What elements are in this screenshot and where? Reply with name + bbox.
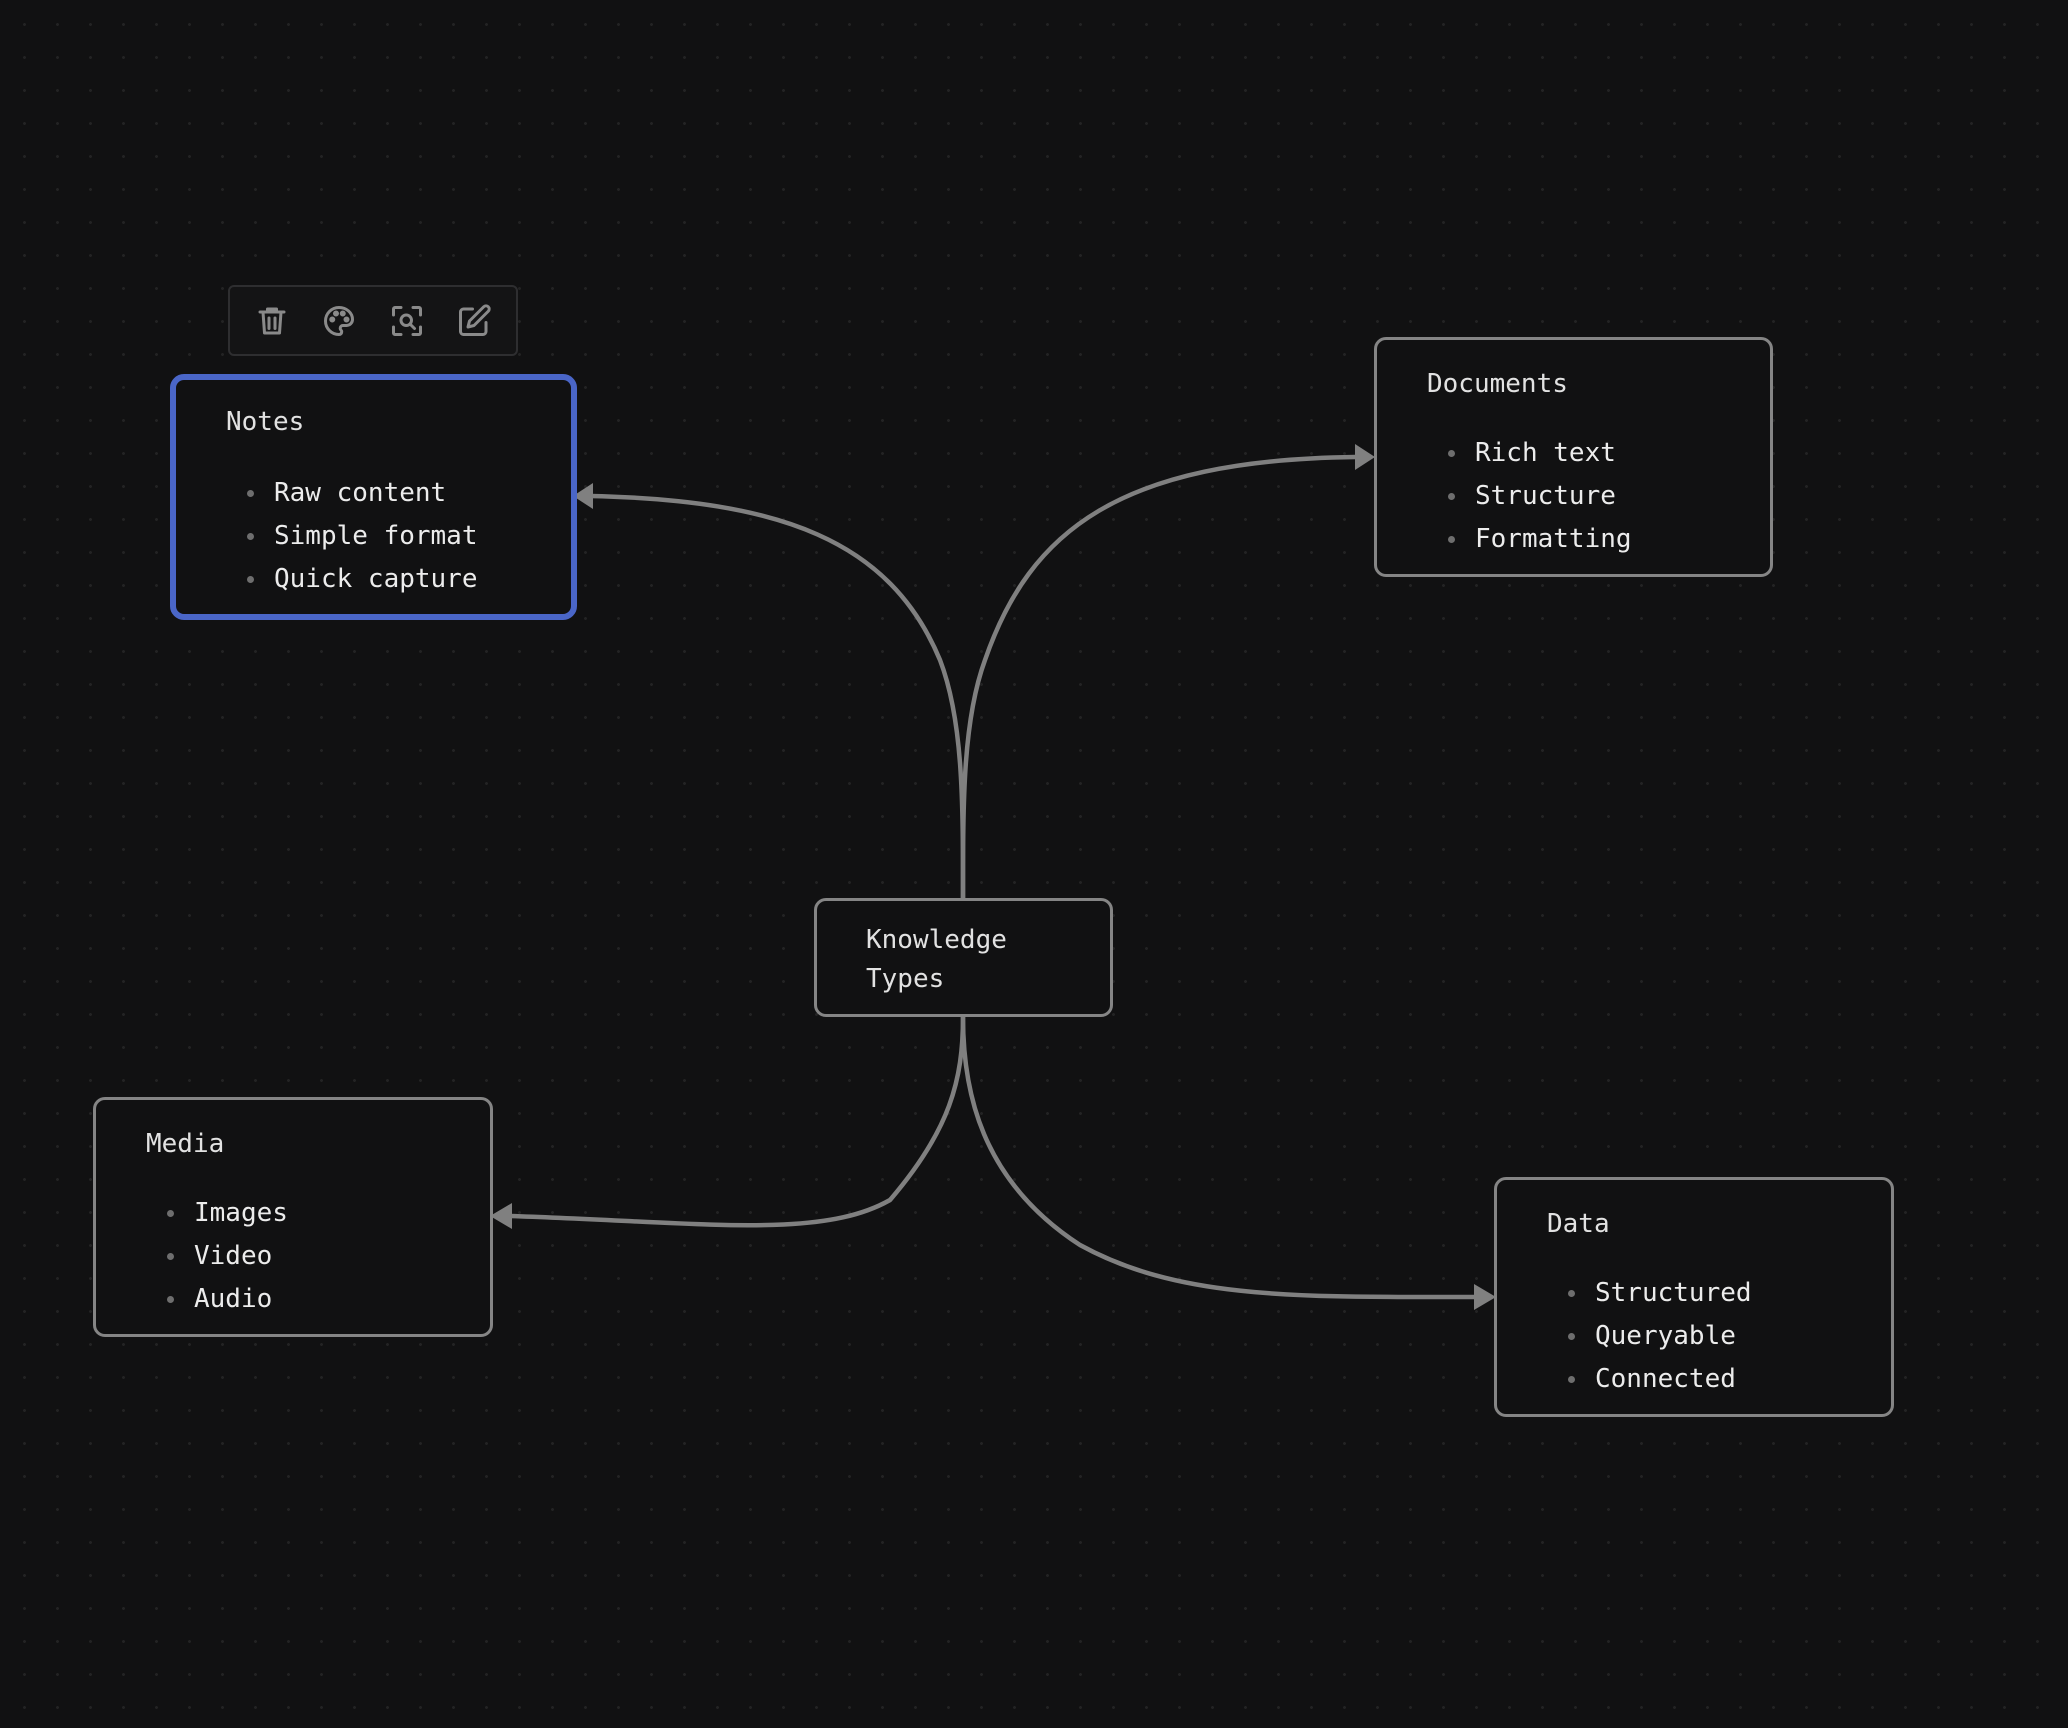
list-item: Structure <box>1447 475 1632 518</box>
focus-button[interactable] <box>382 296 432 346</box>
list-item-label: Queryable <box>1595 1321 1736 1351</box>
arrowhead-notes <box>573 483 593 509</box>
node-notes[interactable]: Notes Raw content Simple format Quick ca… <box>170 374 577 620</box>
zoom-to-fit-icon <box>391 305 422 336</box>
arrowhead-data <box>1474 1284 1496 1310</box>
bullet-icon <box>1568 1333 1575 1340</box>
bullet-icon <box>247 490 254 497</box>
bullet-icon <box>1448 493 1455 500</box>
node-notes-list: Raw content Simple format Quick capture <box>246 472 478 601</box>
bullet-icon <box>167 1210 174 1217</box>
bullet-icon <box>1568 1376 1575 1383</box>
node-documents[interactable]: Documents Rich text Structure Formatting <box>1374 337 1773 577</box>
node-toolbar <box>228 285 518 356</box>
bullet-icon <box>167 1296 174 1303</box>
list-item: Queryable <box>1567 1315 1752 1358</box>
list-item: Quick capture <box>246 558 478 601</box>
edit-button[interactable] <box>449 296 499 346</box>
node-documents-title: Documents <box>1427 369 1568 399</box>
list-item-label: Formatting <box>1475 524 1632 554</box>
bullet-icon <box>1448 450 1455 457</box>
list-item: Rich text <box>1447 432 1632 475</box>
list-item: Images <box>166 1192 288 1235</box>
list-item: Formatting <box>1447 518 1632 561</box>
list-item: Structured <box>1567 1272 1752 1315</box>
bullet-icon <box>1568 1290 1575 1297</box>
node-data[interactable]: Data Structured Queryable Connected <box>1494 1177 1894 1417</box>
list-item-label: Video <box>194 1241 273 1271</box>
list-item-label: Structure <box>1475 481 1616 511</box>
list-item: Connected <box>1567 1358 1752 1401</box>
node-documents-list: Rich text Structure Formatting <box>1447 432 1632 561</box>
arrowhead-media <box>490 1203 512 1229</box>
center-title-line1: Knowledge <box>866 925 1007 955</box>
bullet-icon <box>247 533 254 540</box>
color-button[interactable] <box>314 296 364 346</box>
node-data-title: Data <box>1547 1209 1610 1239</box>
node-notes-title: Notes <box>226 407 305 437</box>
list-item-label: Quick capture <box>274 564 478 594</box>
delete-button[interactable] <box>247 296 297 346</box>
node-knowledge-types[interactable]: Knowledge Types <box>814 898 1113 1017</box>
node-media-list: Images Video Audio <box>166 1192 288 1321</box>
list-item-label: Images <box>194 1198 288 1228</box>
trash-icon <box>258 307 286 334</box>
edge-to-media[interactable] <box>507 1014 966 1228</box>
node-media[interactable]: Media Images Video Audio <box>93 1097 493 1337</box>
list-item-label: Raw content <box>274 478 447 508</box>
bullet-icon <box>247 576 254 583</box>
list-item-label: Rich text <box>1475 438 1616 468</box>
list-item: Video <box>166 1235 288 1278</box>
list-item-label: Simple format <box>274 521 478 551</box>
arrowhead-documents <box>1355 444 1375 470</box>
edge-to-notes[interactable] <box>587 493 966 901</box>
list-item: Audio <box>166 1278 288 1321</box>
node-media-title: Media <box>146 1129 225 1159</box>
list-item: Simple format <box>246 515 478 558</box>
palette-icon <box>324 305 355 336</box>
center-title-line2: Types <box>866 964 945 994</box>
list-item-label: Audio <box>194 1284 273 1314</box>
edit-icon <box>459 303 491 336</box>
edge-to-documents[interactable] <box>960 454 1358 901</box>
bullet-icon <box>1448 536 1455 543</box>
bullet-icon <box>167 1253 174 1260</box>
node-data-list: Structured Queryable Connected <box>1567 1272 1752 1401</box>
edge-to-data[interactable] <box>960 1014 1478 1300</box>
list-item: Raw content <box>246 472 478 515</box>
list-item-label: Structured <box>1595 1278 1752 1308</box>
list-item-label: Connected <box>1595 1364 1736 1394</box>
